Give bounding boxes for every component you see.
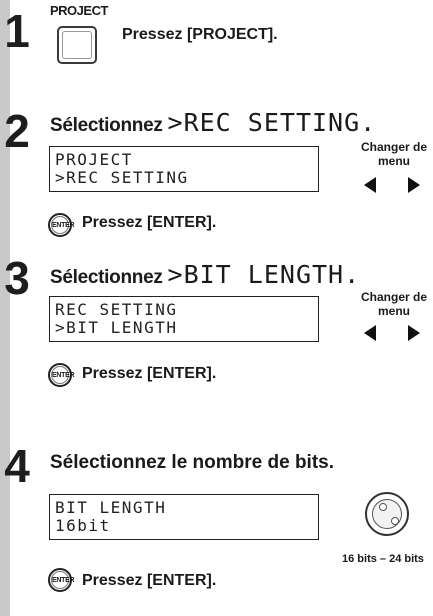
- enter-button-label: ENTER: [51, 571, 75, 589]
- lcd-line-1: PROJECT: [55, 150, 133, 169]
- lcd-line-1: BIT LENGTH: [55, 498, 167, 517]
- enter-button[interactable]: ENTER: [48, 213, 75, 237]
- step-2-heading-prefix: Sélectionnez: [50, 115, 168, 136]
- step-3-number: 3: [4, 252, 30, 304]
- project-button-label: PROJECT: [50, 3, 108, 18]
- enter-button[interactable]: ENTER: [48, 363, 75, 387]
- left-arrow-icon[interactable]: [364, 325, 376, 341]
- step-4-enter-instruction: Pressez [ENTER].: [82, 572, 217, 589]
- lcd-line-2: >REC SETTING: [55, 168, 189, 187]
- step-3-heading-lcd: >BIT LENGTH.: [167, 260, 361, 289]
- step-2-number: 2: [4, 105, 30, 157]
- enter-button[interactable]: ENTER: [48, 568, 75, 592]
- lcd-display: REC SETTING >BIT LENGTH: [49, 296, 319, 342]
- left-arrow-icon[interactable]: [364, 177, 376, 193]
- project-button[interactable]: [57, 26, 97, 64]
- menu-change-label-line1: Changer de: [360, 140, 427, 154]
- dial-icon[interactable]: [365, 492, 409, 536]
- step-4-number: 4: [4, 440, 30, 492]
- step-2-heading: Sélectionnez >REC SETTING.: [50, 108, 376, 137]
- step-2-enter-instruction: Pressez [ENTER].: [82, 214, 217, 231]
- menu-change-label-line2: menu: [377, 154, 410, 168]
- right-arrow-icon[interactable]: [408, 177, 420, 193]
- sidebar-bar: [0, 0, 10, 616]
- step-3-enter-instruction: Pressez [ENTER].: [82, 365, 217, 382]
- enter-button-label: ENTER: [51, 366, 75, 384]
- menu-change-label: Changer de menu: [354, 140, 433, 168]
- step-2-heading-lcd: >REC SETTING.: [167, 108, 377, 137]
- menu-change-label: Changer de menu: [354, 290, 433, 318]
- step-3-heading-prefix: Sélectionnez: [50, 267, 168, 288]
- step-1-number: 1: [4, 5, 30, 57]
- step-1-instruction: Pressez [PROJECT].: [122, 26, 278, 43]
- lcd-display: PROJECT >REC SETTING: [49, 146, 319, 192]
- lcd-line-2: 16bit: [55, 516, 111, 535]
- right-arrow-icon[interactable]: [408, 325, 420, 341]
- bit-range-label: 16 bits – 24 bits: [342, 553, 424, 565]
- enter-button-label: ENTER: [51, 216, 75, 234]
- menu-change-label-line2: menu: [377, 304, 410, 318]
- lcd-display: BIT LENGTH 16bit: [49, 494, 319, 540]
- lcd-line-2: >BIT LENGTH: [55, 318, 178, 337]
- menu-change-label-line1: Changer de: [360, 290, 427, 304]
- step-4-heading: Sélectionnez le nombre de bits.: [50, 452, 335, 473]
- step-3-heading: Sélectionnez >BIT LENGTH.: [50, 260, 360, 289]
- lcd-line-1: REC SETTING: [55, 300, 178, 319]
